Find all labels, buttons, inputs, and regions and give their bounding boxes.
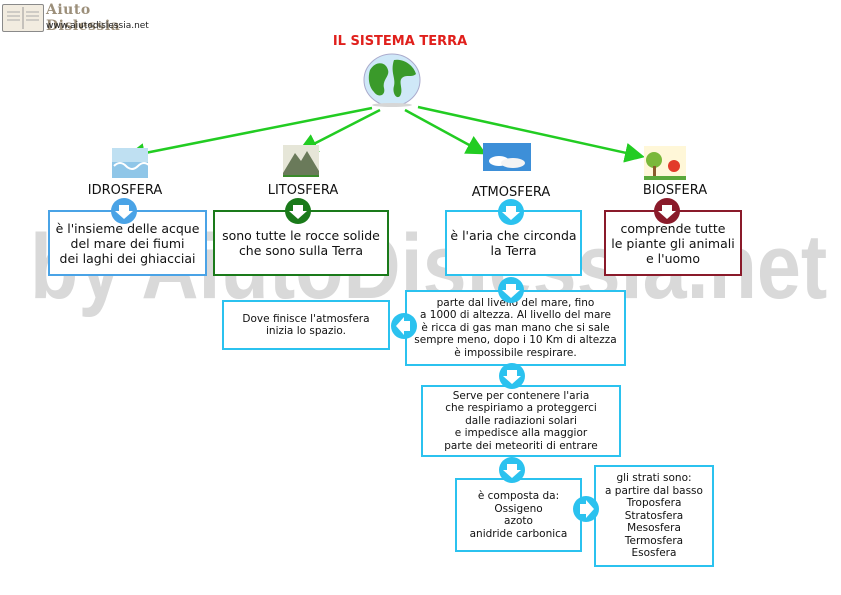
text-side-note: Dove finisce l'atmosfera inizia lo spazi… (242, 312, 370, 338)
site-logo: Aiuto Dislessia www.aiutodislessia.net (2, 2, 162, 34)
text-composition: è composta da: Ossigeno azoto anidride c… (469, 490, 568, 540)
logo-title: Aiuto Dislessia (46, 2, 121, 34)
arrow-to-biosfera (417, 105, 645, 163)
arrow-to-litosfera (297, 108, 381, 153)
logo-url: www.aiutodislessia.net (46, 21, 149, 31)
arrow-down-circle-icon (499, 457, 525, 483)
text-biosfera: comprende tutte le piante gli animali e … (611, 220, 735, 266)
label-litosfera: LITOSFERA (267, 183, 339, 198)
arrow-down-circle-icon (111, 198, 137, 224)
arrow-down-circle-icon (498, 199, 524, 225)
arrow-down-circle-icon (285, 198, 311, 224)
water-picture-icon (112, 148, 151, 182)
label-idrosfera: IDROSFERA (87, 183, 163, 198)
text-litosfera: sono tutte le rocce solide che sono sull… (222, 228, 380, 258)
book-icon (2, 4, 44, 32)
nature-picture-icon (644, 146, 686, 184)
box-layers: gli strati sono: a partire dal basso Tro… (594, 465, 714, 567)
mountain-picture-icon (283, 145, 319, 181)
text-layers: gli strati sono: a partire dal basso Tro… (605, 472, 703, 560)
label-atmosfera: ATMOSFERA (471, 185, 551, 200)
arrow-to-idrosfera (125, 106, 373, 163)
box-extent: parte dal livello del mare, fino a 1000 … (405, 290, 626, 366)
box-purpose: Serve per contenere l'aria che respiriam… (421, 385, 621, 457)
arrow-down-circle-icon (499, 363, 525, 389)
text-purpose: Serve per contenere l'aria che respiriam… (444, 389, 598, 452)
text-atmosfera: è l'aria che circonda la Terra (450, 228, 577, 258)
box-side-note: Dove finisce l'atmosfera inizia lo spazi… (222, 300, 390, 350)
arrow-right-circle-icon (573, 496, 599, 522)
box-composition: è composta da: Ossigeno azoto anidride c… (455, 478, 582, 552)
arrow-left-circle-icon (391, 313, 417, 339)
arrow-down-circle-icon (654, 198, 680, 224)
text-extent: parte dal livello del mare, fino a 1000 … (414, 296, 617, 359)
sky-picture-icon (483, 143, 531, 175)
page-title: IL SISTEMA TERRA (332, 34, 468, 49)
globe-icon (362, 52, 422, 112)
arrow-down-circle-icon (498, 277, 524, 303)
text-idrosfera: è l'insieme delle acque del mare dei fiu… (55, 220, 200, 266)
arrow-to-atmosfera (404, 108, 487, 155)
label-biosfera: BIOSFERA (642, 183, 708, 198)
